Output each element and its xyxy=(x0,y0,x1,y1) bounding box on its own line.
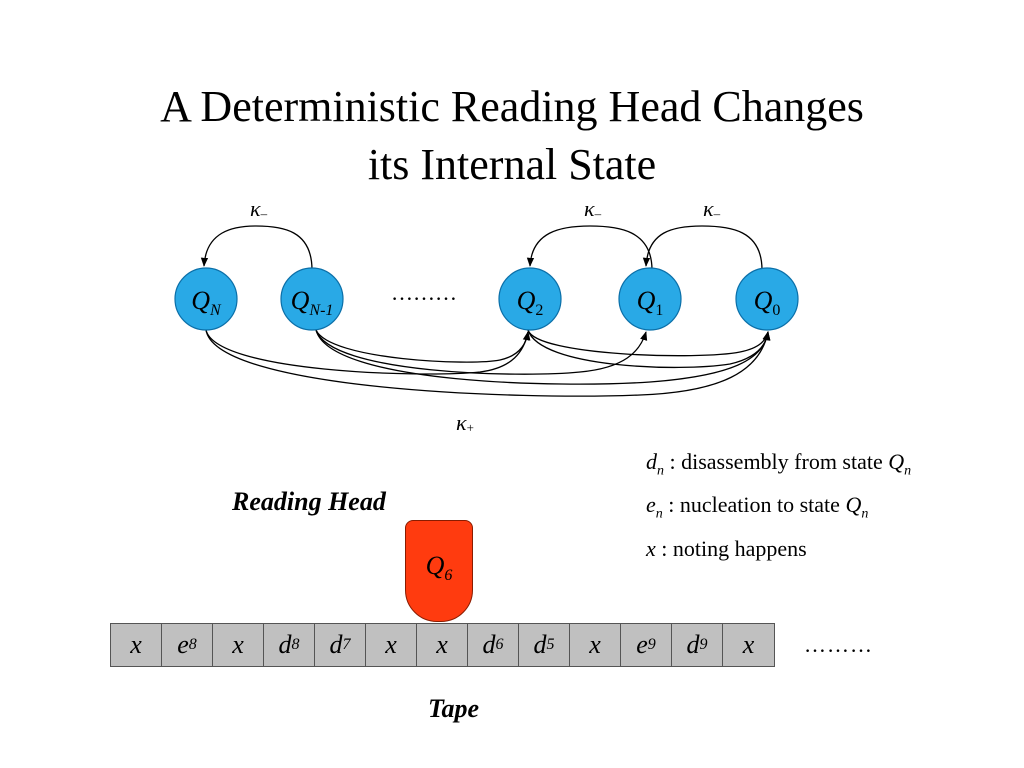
tape-cell: x xyxy=(417,624,468,666)
state-circle xyxy=(280,267,344,331)
state-q1: Q1 xyxy=(618,267,682,331)
state-circle xyxy=(618,267,682,331)
rate-minus-label: κ– xyxy=(703,196,721,221)
tape-cell: x xyxy=(366,624,417,666)
tape-cell-index: 6 xyxy=(495,636,504,653)
tape-label: Tape xyxy=(428,694,480,723)
tape-cell-symbol: x xyxy=(742,630,755,659)
rate-minus-label: κ– xyxy=(584,196,602,221)
tape-cell-symbol: d xyxy=(686,630,700,659)
head-state-label: Q6 xyxy=(425,551,453,585)
tape-cell: x xyxy=(723,624,774,666)
state-circle xyxy=(735,267,799,331)
rate-minus-label: κ– xyxy=(250,196,268,221)
tape-cell-symbol: x xyxy=(589,630,601,659)
state-circle xyxy=(174,267,238,331)
transition-qn1-to-q1 xyxy=(315,329,648,375)
tape-cell-symbol: d xyxy=(329,630,343,659)
state-label: Q2 xyxy=(517,286,544,319)
legend-item-disassembly: dn : disassembly from state Qn xyxy=(646,449,912,479)
title-line-2: its Internal State xyxy=(367,140,657,189)
transition-q2-to-q0-b xyxy=(527,329,770,357)
title-line-1: A Deterministic Reading Head Changes xyxy=(160,82,864,131)
state-label: QN-1 xyxy=(291,286,334,319)
reading-head-label: Reading Head xyxy=(232,487,386,516)
tape-ellipsis: ……… xyxy=(804,632,873,657)
tape-cell-symbol: e xyxy=(636,630,648,659)
transition-qn1-to-q0 xyxy=(315,329,771,385)
transition-qn-to-q2 xyxy=(205,329,530,375)
transition-q0-to-q1 xyxy=(642,225,763,271)
tape-cell-symbol: d xyxy=(482,630,496,659)
tape-cell-symbol: x xyxy=(385,630,397,659)
slide-title: A Deterministic Reading Head Changes its… xyxy=(0,78,1024,194)
tape-cell-index: 5 xyxy=(546,636,555,653)
tape-cell-index: 9 xyxy=(699,636,708,653)
transition-q2-to-q0 xyxy=(527,329,771,369)
legend-item-nothing: x : noting happens xyxy=(646,535,807,561)
state-label: Q1 xyxy=(637,286,664,319)
tape-cell-symbol: x xyxy=(130,630,142,659)
tape-cell-symbol: d xyxy=(278,630,292,659)
rate-plus-label: κ+ xyxy=(456,410,474,435)
transition-qn1-to-q2 xyxy=(315,329,531,363)
state-circle xyxy=(498,267,562,331)
state-qn-1: QN-1 xyxy=(280,267,344,331)
state-label: Q0 xyxy=(754,286,781,319)
tape-cell-index: 7 xyxy=(342,636,351,653)
tape-cell-symbol: x xyxy=(232,630,244,659)
state-label: QN xyxy=(191,286,222,319)
state-q2: Q2 xyxy=(498,267,562,331)
tape-cell-symbol: e xyxy=(177,630,189,659)
tape-cell-index: 8 xyxy=(291,636,300,653)
state-ellipsis: ……… xyxy=(391,280,457,305)
tape-cell: x xyxy=(570,624,621,666)
tape-cell: x xyxy=(213,624,264,666)
reading-head: Q6 xyxy=(405,520,473,622)
tape-cell-index: 9 xyxy=(647,636,656,653)
tape-cell-index: 8 xyxy=(188,636,197,653)
legend-item-nucleation: en : nucleation to state Qn xyxy=(646,492,869,522)
tape-cell: x xyxy=(111,624,162,666)
state-q0: Q0 xyxy=(735,267,799,331)
transition-qn1-to-qn xyxy=(200,225,313,271)
transition-qn-to-q0 xyxy=(205,329,770,397)
tape-cell-symbol: d xyxy=(533,630,547,659)
transition-q1-to-q2 xyxy=(526,225,653,271)
legend: dn : disassembly from state Qn en : nucl… xyxy=(646,445,911,566)
tape-cell-symbol: x xyxy=(436,630,448,659)
state-qn: QN xyxy=(174,267,238,331)
